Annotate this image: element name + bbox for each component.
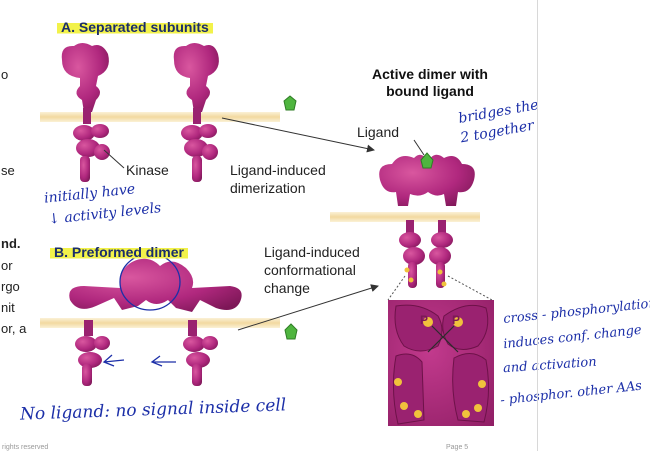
cross-line-1 xyxy=(431,325,459,353)
active-dimer-receptor xyxy=(379,154,475,288)
clipped-text-5: rgo xyxy=(1,279,20,294)
kinase-pointer-line xyxy=(103,149,125,169)
clipped-text-6: nit xyxy=(1,300,15,315)
clipped-text-3: nd. xyxy=(1,236,21,251)
ink-arrow-left xyxy=(102,354,125,367)
kinase-label: Kinase xyxy=(126,162,169,178)
receptor-diagram xyxy=(40,43,494,426)
ligand-a xyxy=(283,95,297,111)
phospho-dots-small xyxy=(404,267,447,287)
receptor-a-left xyxy=(61,43,110,182)
panel-b-title: B. Preformed dimer xyxy=(50,244,188,260)
ligand-b xyxy=(284,323,298,340)
phospho-label-left: P xyxy=(420,313,429,327)
conformational-label-1: Ligand-induced xyxy=(264,244,360,260)
clipped-text-7: or, a xyxy=(1,321,27,336)
ligand-pointer-line xyxy=(413,139,425,156)
clipped-text-1: o xyxy=(1,67,9,82)
ligand-label: Ligand xyxy=(357,124,400,140)
footer-page: Page 5 xyxy=(446,444,469,451)
footer-rights: rights reserved xyxy=(2,444,49,451)
zoom-line-left xyxy=(387,275,406,301)
dimerization-label-1: Ligand-induced xyxy=(230,162,326,178)
ink-arrow-right xyxy=(150,355,176,367)
zoom-phospho-dots xyxy=(394,317,486,418)
conformational-label-2: conformational xyxy=(264,262,356,278)
dimerization-label-2: dimerization xyxy=(230,180,306,196)
membrane-b xyxy=(40,318,280,328)
membrane-active xyxy=(330,212,480,222)
zoom-line-right xyxy=(447,275,493,301)
clipped-text-4: or xyxy=(1,258,13,273)
phospho-label-right: P xyxy=(452,313,461,327)
arrow-conformational xyxy=(237,284,379,331)
clipped-text-2: se xyxy=(1,163,15,178)
ligand-active xyxy=(420,152,434,169)
conformational-label-3: change xyxy=(264,280,310,296)
cross-line-2 xyxy=(427,325,455,353)
arrow-dimerization xyxy=(221,117,375,153)
active-dimer-title-1: Active dimer with xyxy=(372,66,488,82)
page-divider xyxy=(537,0,538,451)
membrane-a xyxy=(40,112,280,122)
receptor-a-right xyxy=(173,43,219,182)
active-dimer-title-2: bound ligand xyxy=(386,83,474,99)
panel-a-title: A. Separated subunits xyxy=(57,19,213,35)
receptor-b-dimer xyxy=(69,258,242,386)
